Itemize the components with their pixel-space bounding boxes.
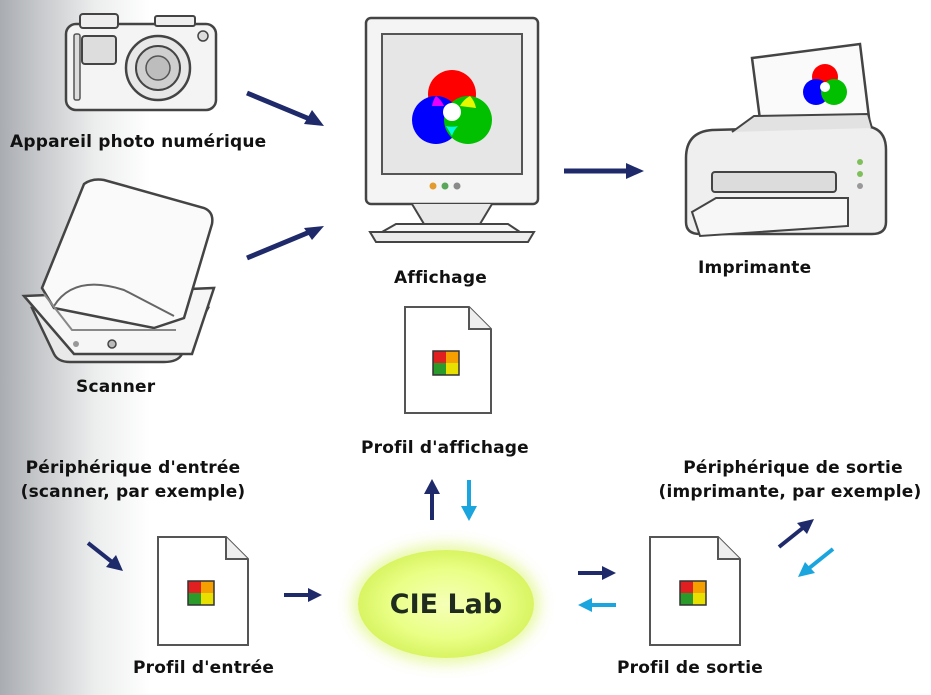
printer-icon (684, 42, 888, 238)
arrow-display-profile-to-lab (461, 480, 477, 521)
cie-lab-hub: CIE Lab (358, 550, 534, 658)
arrow-output-profile-to-peripheral (777, 519, 814, 549)
scanner-icon (21, 178, 216, 364)
input-profile-document-icon (157, 536, 249, 646)
output-peripheral-line2: (imprimante, par exemple) (658, 482, 922, 502)
cie-lab-label: CIE Lab (389, 588, 503, 620)
arrow-camera-to-display (246, 90, 324, 126)
arrow-input-to-profile (86, 541, 123, 571)
display-profile-document-icon (404, 306, 492, 414)
arrow-input-profile-to-lab (284, 588, 322, 602)
output-profile-document-icon (649, 536, 741, 646)
rgb-color-circles (412, 70, 492, 144)
scanner-label: Scanner (76, 377, 156, 397)
camera-icon (64, 13, 218, 112)
arrow-scanner-to-display (246, 226, 324, 261)
arrow-output-profile-to-lab (578, 598, 616, 612)
arrow-lab-to-output-profile (578, 566, 616, 580)
input-peripheral-line1: Périphérique d'entrée (25, 458, 241, 478)
arrow-peripheral-to-output-profile (798, 547, 835, 577)
camera-label: Appareil photo numérique (10, 132, 267, 152)
arrow-lab-to-display-profile (424, 479, 440, 520)
input-profile-label: Profil d'entrée (133, 658, 275, 678)
arrow-display-to-printer (564, 163, 644, 179)
output-peripheral-line1: Périphérique de sortie (683, 458, 903, 478)
display-profile-label: Profil d'affichage (361, 438, 529, 458)
output-profile-label: Profil de sortie (617, 658, 763, 678)
input-peripheral-line2: (scanner, par exemple) (20, 482, 246, 502)
printer-label: Imprimante (698, 258, 812, 278)
display-label: Affichage (394, 268, 487, 288)
printer-rgb-circles (803, 64, 847, 105)
